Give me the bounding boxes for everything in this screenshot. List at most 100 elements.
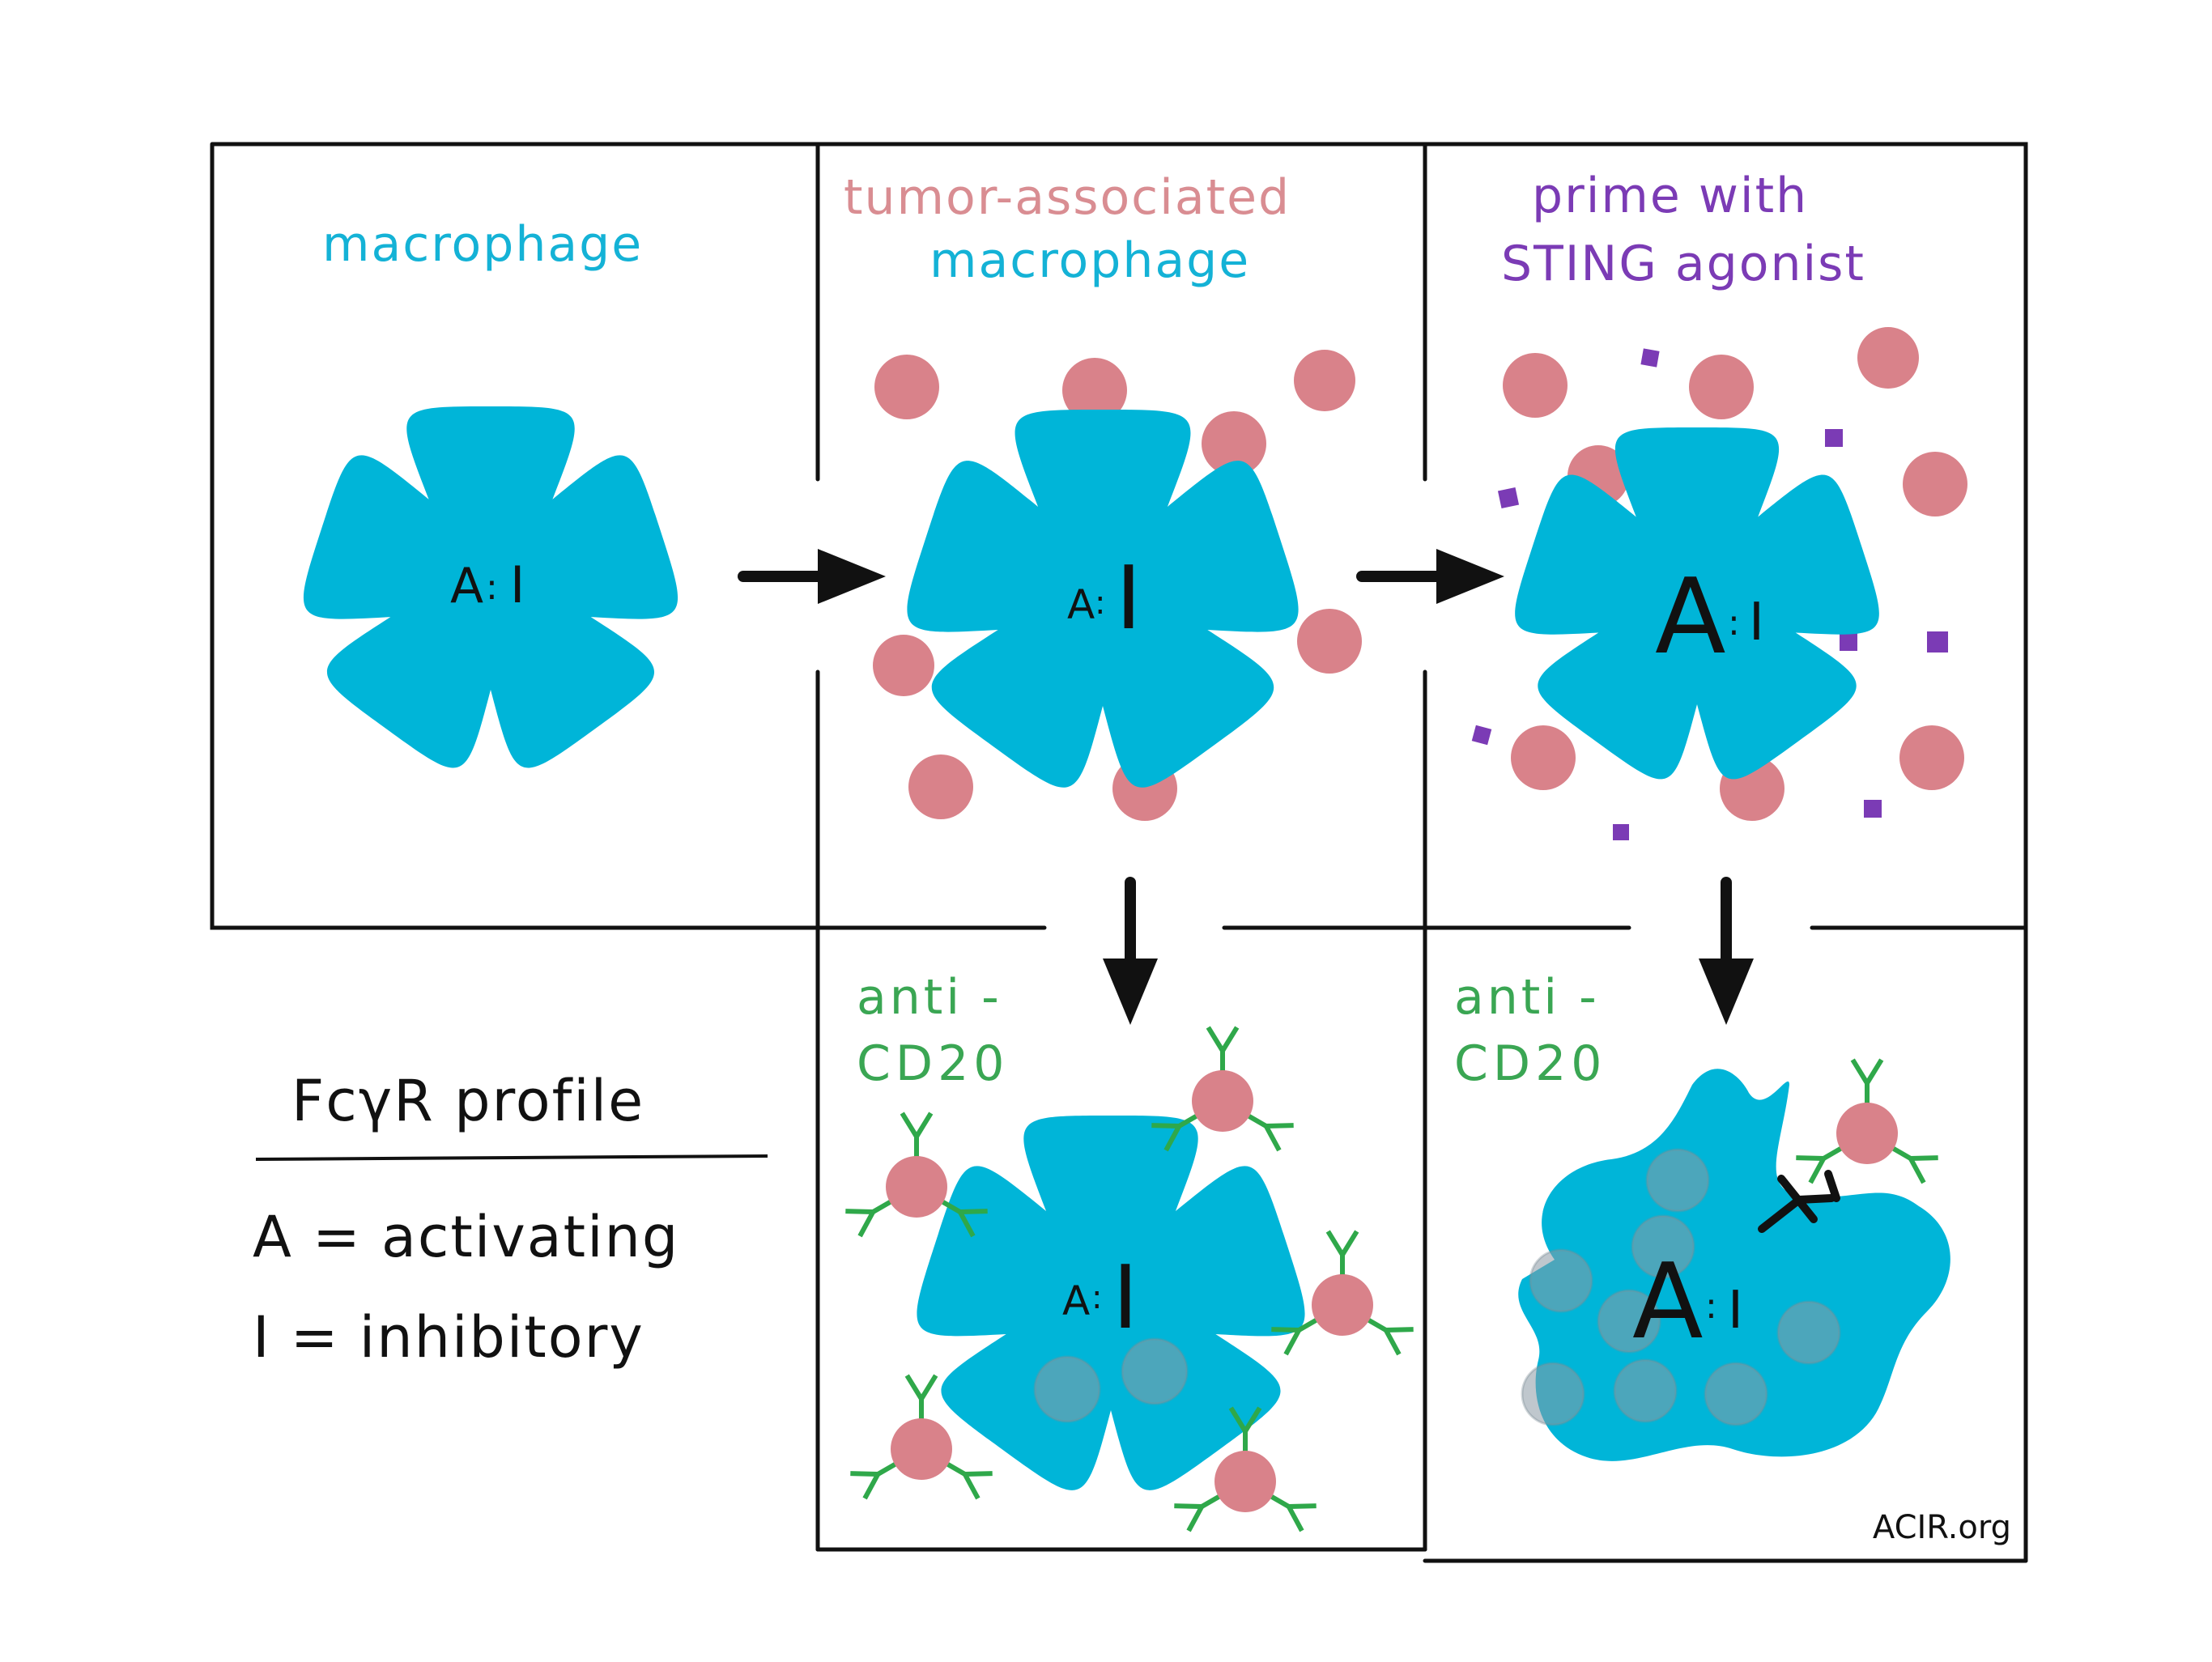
antibody	[1269, 1494, 1317, 1532]
engulfed-cell	[1521, 1362, 1585, 1426]
engulfed-cell	[1645, 1148, 1710, 1213]
engulfed-cell	[1033, 1355, 1101, 1423]
tumor-cell	[1689, 355, 1754, 419]
antibody	[850, 1461, 898, 1500]
sting-particle	[1640, 348, 1660, 368]
macrophage-cell	[917, 1116, 1305, 1490]
antibody	[1891, 1146, 1938, 1184]
antibody-coated-tumor-cell	[1796, 1058, 1938, 1184]
ratio-i: I	[1116, 548, 1142, 649]
antibody-coated-tumor-cells	[845, 1026, 1938, 1532]
legend-underline	[255, 1154, 768, 1161]
antibody	[900, 1112, 934, 1158]
arrows	[738, 549, 1754, 1025]
engulfed-cell	[1704, 1362, 1768, 1426]
panel-5-title-line1: anti -	[1454, 969, 1600, 1026]
arrow-down-1	[1103, 877, 1158, 1025]
ratio-labels: A : I A : I A : I A : I A : I	[450, 548, 1764, 1362]
panel-4-title-line2: CD20	[857, 1035, 1009, 1092]
panel-2-title-line2: macrophage	[929, 232, 1250, 289]
ratio-label-panel-3: A : I	[1655, 557, 1764, 678]
antibody	[904, 1374, 938, 1420]
antibody-coated-tumor-cell	[845, 1112, 988, 1238]
frame-panel-3	[1423, 142, 2028, 1563]
antibody	[1246, 1113, 1294, 1152]
sting-particle	[1840, 633, 1857, 651]
tumor-cell	[1836, 1103, 1898, 1164]
engulfed-cell	[1631, 1214, 1695, 1279]
ratio-a: A	[1632, 1242, 1704, 1362]
tumor-cell	[891, 1418, 952, 1480]
antibody-coated-tumor-cell	[1271, 1230, 1414, 1356]
tumor-cell	[873, 635, 934, 696]
ratio-separator: :	[1095, 584, 1105, 622]
legend-heading: FcγR profile	[291, 1068, 644, 1134]
panel-3-title-line2: STING agonist	[1501, 236, 1865, 292]
ratio-i: I	[1749, 593, 1764, 652]
activated-macrophage-cell	[1518, 1069, 1950, 1461]
ratio-separator: :	[1705, 1286, 1717, 1327]
tumor-cell	[1312, 1274, 1373, 1336]
antibody	[845, 1199, 893, 1238]
ratio-a: A	[1067, 581, 1095, 628]
macrophage-cell	[907, 410, 1299, 788]
sting-particle	[1497, 487, 1520, 509]
panel-frames	[210, 142, 2028, 1563]
engulfed-cell	[1613, 1358, 1678, 1423]
macrophage-cell	[1515, 427, 1879, 780]
antibody	[1206, 1026, 1240, 1072]
arrow-right-2	[1356, 549, 1504, 604]
antibody-coated-tumor-cell	[850, 1374, 993, 1500]
ratio-i: I	[1728, 1281, 1743, 1341]
ratio-i: I	[510, 555, 525, 614]
panel-2-title-line1: tumor-associated	[844, 169, 1291, 226]
antibody	[1271, 1317, 1319, 1356]
tumor-cell	[1192, 1070, 1253, 1132]
macrophage-cell	[303, 406, 678, 768]
antibody-coated-tumor-cell	[1174, 1406, 1317, 1532]
frame-bottom	[815, 1547, 2028, 1563]
tumor-cell	[1903, 452, 1967, 516]
phagocytosed-cells	[1033, 1148, 1841, 1426]
ratio-a: A	[1062, 1277, 1090, 1324]
tumor-cell	[886, 1156, 947, 1218]
arrow-right-1	[738, 549, 886, 604]
antibody	[1174, 1494, 1222, 1532]
fc-receptor-synapse	[1758, 1170, 1840, 1233]
ratio-a: A	[1655, 557, 1726, 678]
panel-titles: macrophage tumor-associated macrophage p…	[322, 168, 1865, 1092]
macrophage-cells	[303, 406, 1950, 1490]
antibody	[1325, 1230, 1359, 1276]
ratio-label-panel-2: A : I	[1067, 548, 1142, 649]
antibody	[940, 1199, 988, 1238]
ratio-label-panel-5: A : I	[1632, 1242, 1743, 1362]
engulfed-cell	[1529, 1248, 1593, 1313]
ratio-label-panel-4: A : I	[1062, 1248, 1138, 1349]
antibody-coated-tumor-cell	[1151, 1026, 1294, 1152]
ratio-a: A	[450, 558, 483, 614]
ratio-separator: :	[1728, 602, 1740, 644]
tumor-cell	[1202, 411, 1266, 476]
engulfed-cell	[1776, 1300, 1841, 1365]
ratio-label-panel-1: A : I	[450, 555, 525, 614]
sting-particle	[1825, 429, 1843, 447]
antibody	[945, 1461, 993, 1500]
ratio-i: I	[1112, 1248, 1138, 1349]
tumor-cell	[1294, 350, 1355, 411]
frame-panel-1	[210, 142, 820, 930]
antibody	[1151, 1113, 1199, 1152]
engulfed-cell	[1121, 1337, 1189, 1405]
ratio-separator: :	[1091, 1279, 1102, 1316]
sting-particle	[1864, 800, 1882, 818]
sting-particle	[1927, 631, 1948, 652]
antibody	[1796, 1146, 1844, 1184]
panel-1-title: macrophage	[322, 216, 643, 273]
credit-text: ACIR.org	[1873, 1509, 2011, 1546]
tumor-cell	[1857, 327, 1919, 389]
tumor-cell	[1214, 1451, 1276, 1512]
tumor-cell	[1899, 725, 1964, 790]
tumor-cell	[874, 355, 939, 419]
panel-3-title-line1: prime with	[1532, 168, 1808, 224]
